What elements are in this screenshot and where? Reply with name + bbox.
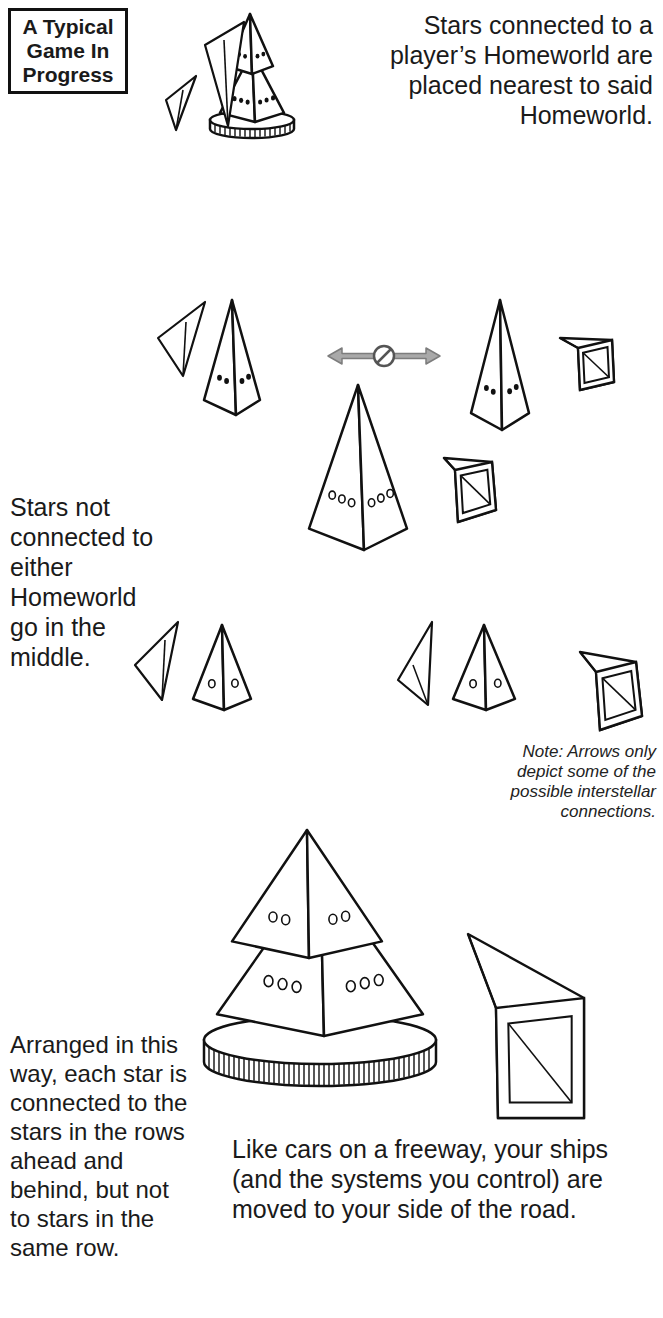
pip-mark	[209, 680, 215, 688]
pip-mark	[292, 981, 301, 992]
pip-mark	[484, 385, 489, 391]
pip-mark	[346, 981, 355, 992]
pyramid-piece	[309, 385, 407, 550]
ship-piece	[135, 622, 178, 700]
pyramid-face	[471, 300, 502, 430]
pyramid-face	[250, 14, 273, 74]
pip-mark	[348, 499, 354, 507]
pip-mark	[507, 388, 512, 394]
pip-mark	[495, 679, 501, 687]
pip-mark	[265, 97, 269, 102]
pip-mark	[240, 378, 245, 384]
pyramid-face	[500, 300, 529, 430]
pip-mark	[282, 915, 290, 925]
title-text: A Typical Game In Progress	[17, 15, 119, 87]
ship-piece	[560, 338, 614, 390]
pip-mark	[232, 679, 238, 687]
pip-mark	[278, 979, 287, 990]
pyramid-face	[193, 625, 224, 710]
pyramid-face	[232, 830, 309, 958]
pyramid-face	[484, 625, 515, 710]
pip-mark	[217, 375, 222, 381]
pyramid-face	[453, 625, 486, 710]
pyramid-piece	[193, 625, 251, 710]
pip-mark	[261, 52, 265, 57]
ship-piece	[166, 76, 196, 130]
ship-piece	[444, 458, 496, 522]
pyramid-face	[307, 830, 382, 958]
ship-piece	[205, 22, 244, 126]
pip-mark	[269, 912, 277, 922]
pip-mark	[264, 976, 273, 987]
rule-note: Arranged in this way, each star is conne…	[10, 1030, 192, 1262]
pyramid-face	[204, 300, 236, 415]
placement-note: Stars connected to a player’s Homeworld …	[385, 10, 653, 130]
pip-mark	[239, 98, 243, 103]
pip-mark	[271, 95, 275, 100]
pip-mark	[258, 99, 262, 104]
pip-mark	[491, 389, 496, 395]
ship-piece	[580, 652, 642, 730]
pip-mark	[387, 489, 393, 497]
pip-mark	[368, 499, 374, 507]
ship-piece	[468, 934, 584, 1118]
footnote: Note: Arrows only depict some of the pos…	[486, 742, 656, 822]
pip-mark	[342, 911, 350, 921]
pip-mark	[329, 491, 335, 499]
pyramid-face	[309, 385, 364, 550]
pyramid-face	[222, 625, 251, 710]
pyramid-face	[358, 385, 407, 550]
pip-mark	[470, 680, 476, 688]
pyramid-face	[232, 300, 260, 415]
ship-piece	[158, 302, 205, 376]
pip-mark	[246, 374, 251, 380]
pip-mark	[374, 975, 383, 986]
pip-mark	[378, 494, 384, 502]
pip-mark	[246, 99, 250, 104]
prohibited-symbol	[377, 349, 391, 363]
pip-mark	[224, 378, 229, 384]
pyramid-piece	[471, 300, 529, 430]
pip-mark	[256, 54, 260, 59]
ship-piece	[398, 622, 432, 705]
pyramid-piece	[453, 625, 515, 710]
pip-mark	[360, 978, 369, 989]
pyramid-piece	[204, 300, 260, 415]
pip-mark	[339, 495, 345, 503]
placement-note: Stars not connected to either Homeworld …	[10, 492, 160, 672]
pyramid-piece	[232, 830, 382, 958]
title-box: A Typical Game In Progress	[8, 8, 128, 94]
rule-note: Like cars on a freeway, your ships (and …	[232, 1134, 652, 1224]
prohibited-symbol	[374, 346, 394, 366]
pip-mark	[243, 54, 247, 59]
pip-mark	[329, 914, 337, 924]
pip-mark	[514, 384, 519, 390]
